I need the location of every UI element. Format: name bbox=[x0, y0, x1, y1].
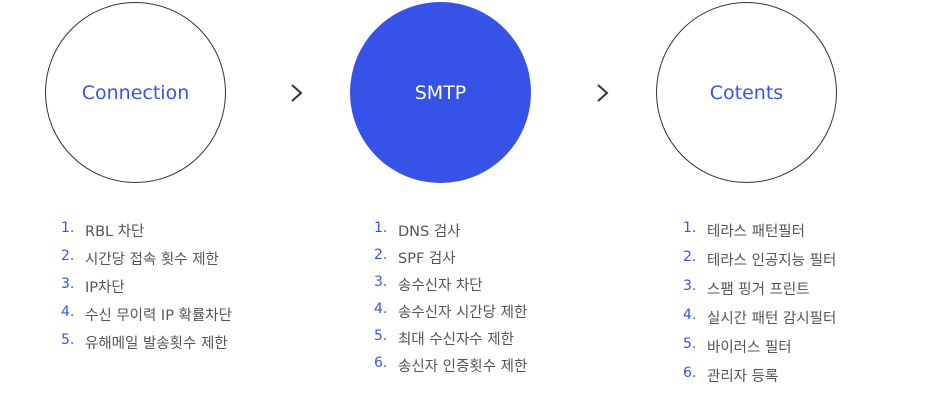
list-text: 최대 수신자수 제한 bbox=[398, 332, 514, 348]
list-item: 5. 최대 수신자수 제한 bbox=[374, 328, 527, 355]
list-text: SPF 검사 bbox=[398, 251, 456, 267]
list-number: 3. bbox=[374, 274, 388, 290]
list-number: 1. bbox=[374, 220, 388, 236]
contents-list: 1. 테라스 패턴필터 2. 테라스 인공지능 필터 3. 스팸 핑거 프린트 4. 실… bbox=[683, 220, 836, 394]
list-text: 송수신자 차단 bbox=[398, 278, 483, 294]
list-item: 2. 테라스 인공지능 필터 bbox=[683, 249, 836, 278]
step-connection-circle: Connection bbox=[45, 2, 226, 183]
step-contents-circle: Cotents bbox=[656, 2, 837, 183]
list-item: 4. 실시간 패턴 감시필터 bbox=[683, 307, 836, 336]
list-item: 3. 스팸 핑거 프린트 bbox=[683, 278, 836, 307]
list-number: 3. bbox=[683, 278, 697, 294]
list-number: 4. bbox=[683, 307, 697, 323]
list-number: 3. bbox=[61, 276, 75, 292]
list-text: 바이러스 필터 bbox=[707, 340, 792, 356]
chevron-right-icon bbox=[291, 84, 303, 102]
list-item: 1. DNS 검사 bbox=[374, 220, 527, 247]
list-number: 4. bbox=[61, 304, 75, 320]
list-number: 2. bbox=[374, 247, 388, 263]
list-item: 5. 유해메일 발송횟수 제한 bbox=[61, 332, 232, 360]
list-item: 4. 수신 무이력 IP 확률차단 bbox=[61, 304, 232, 332]
list-item: 3. 송수신자 차단 bbox=[374, 274, 527, 301]
list-text: 테라스 패턴필터 bbox=[707, 224, 805, 240]
list-number: 5. bbox=[683, 336, 697, 352]
list-text: 수신 무이력 IP 확률차단 bbox=[85, 308, 232, 324]
step-smtp-circle: SMTP bbox=[350, 2, 531, 183]
list-text: 시간당 접속 횟수 제한 bbox=[85, 252, 219, 268]
list-text: 실시간 패턴 감시필터 bbox=[707, 311, 837, 327]
list-text: 송신자 인증횟수 제한 bbox=[398, 359, 528, 375]
list-item: 6. 관리자 등록 bbox=[683, 365, 836, 394]
list-item: 4. 송수신자 시간당 제한 bbox=[374, 301, 527, 328]
smtp-list: 1. DNS 검사 2. SPF 검사 3. 송수신자 차단 4. 송수신자 시간당 제… bbox=[374, 220, 527, 382]
list-text: IP차단 bbox=[85, 280, 125, 296]
list-text: RBL 차단 bbox=[85, 224, 145, 240]
list-number: 4. bbox=[374, 301, 388, 317]
list-item: 2. SPF 검사 bbox=[374, 247, 527, 274]
list-text: 스팸 핑거 프린트 bbox=[707, 282, 810, 298]
list-item: 6. 송신자 인증횟수 제한 bbox=[374, 355, 527, 382]
list-item: 3. IP차단 bbox=[61, 276, 232, 304]
step-connection-title: Connection bbox=[81, 81, 190, 104]
list-text: 송수신자 시간당 제한 bbox=[398, 305, 528, 321]
list-number: 5. bbox=[374, 328, 388, 344]
list-item: 5. 바이러스 필터 bbox=[683, 336, 836, 365]
list-text: 유해메일 발송횟수 제한 bbox=[85, 336, 228, 352]
connection-list: 1. RBL 차단 2. 시간당 접속 횟수 제한 3. IP차단 4. 수신 무이력 … bbox=[61, 220, 232, 360]
list-text: DNS 검사 bbox=[398, 224, 461, 240]
list-item: 1. 테라스 패턴필터 bbox=[683, 220, 836, 249]
list-number: 2. bbox=[61, 248, 75, 264]
list-number: 1. bbox=[61, 220, 75, 236]
step-smtp-title: SMTP bbox=[414, 81, 467, 104]
list-number: 5. bbox=[61, 332, 75, 348]
list-number: 6. bbox=[683, 365, 697, 381]
chevron-right-icon bbox=[597, 84, 609, 102]
list-number: 6. bbox=[374, 355, 388, 371]
step-contents-title: Cotents bbox=[709, 81, 784, 104]
list-number: 1. bbox=[683, 220, 697, 236]
list-item: 1. RBL 차단 bbox=[61, 220, 232, 248]
list-text: 테라스 인공지능 필터 bbox=[707, 253, 837, 269]
list-item: 2. 시간당 접속 횟수 제한 bbox=[61, 248, 232, 276]
list-text: 관리자 등록 bbox=[707, 369, 779, 385]
list-number: 2. bbox=[683, 249, 697, 265]
